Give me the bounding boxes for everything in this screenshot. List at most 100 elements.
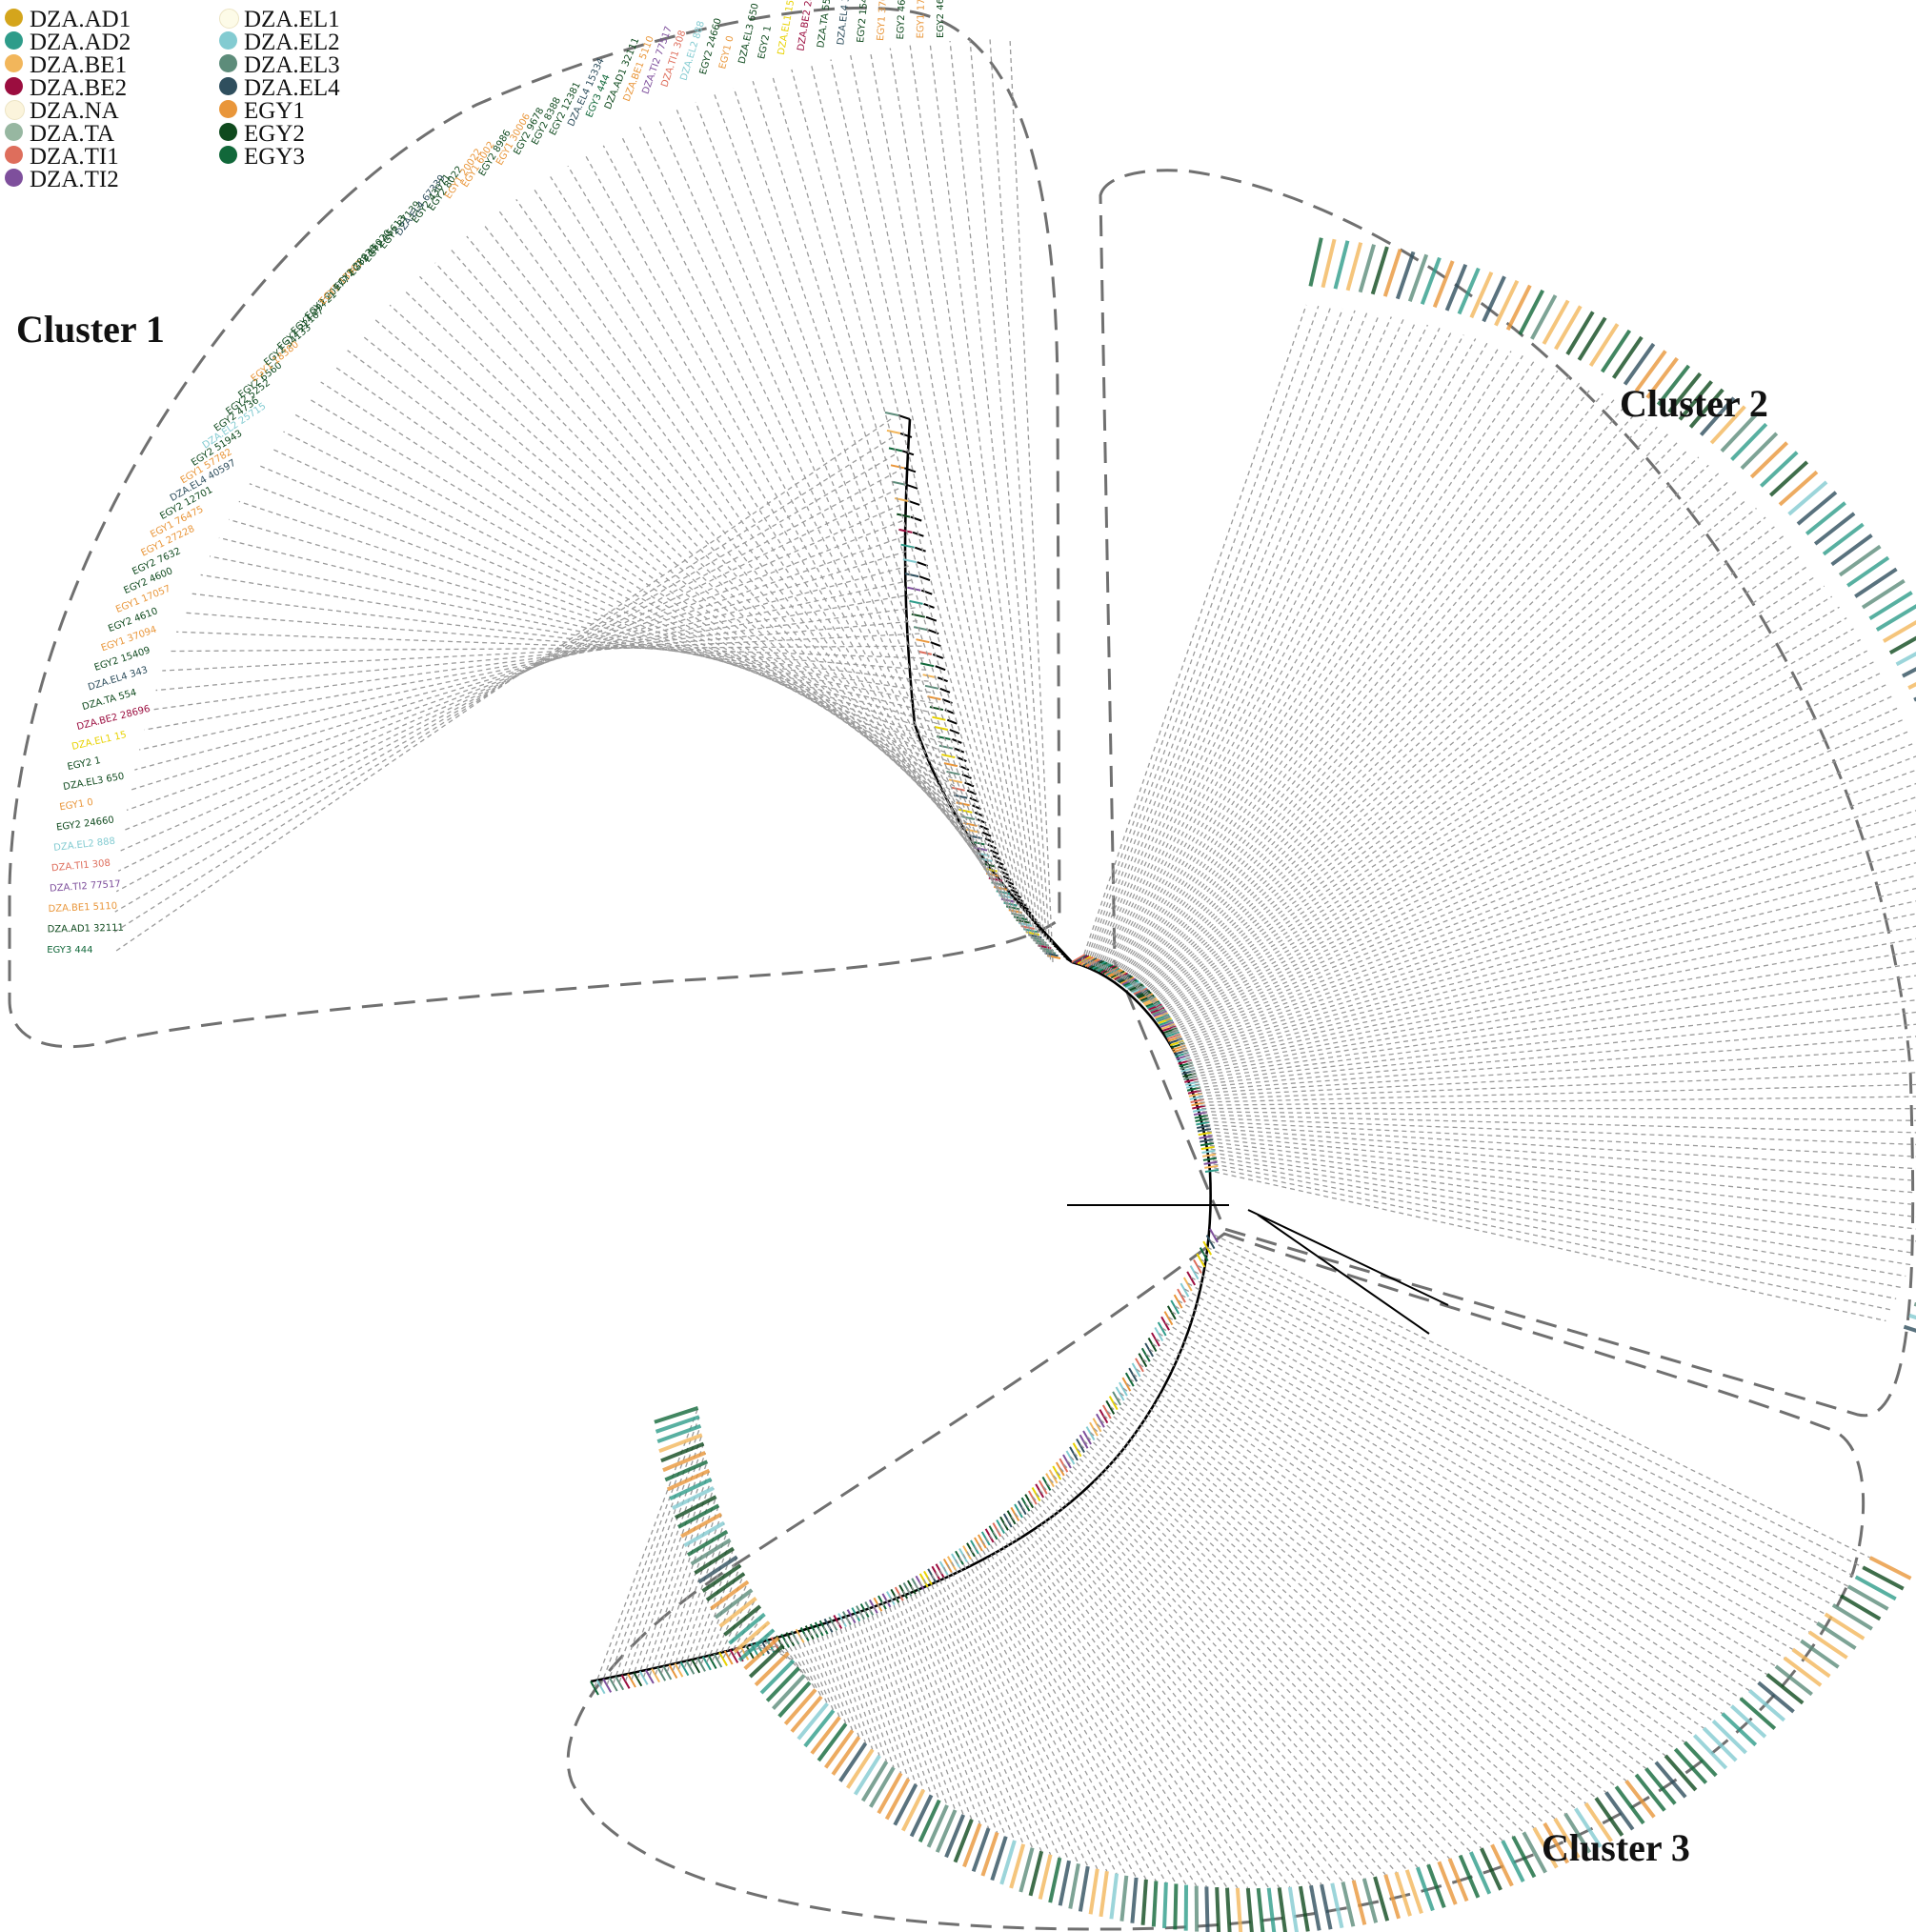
branch-segment xyxy=(1199,1247,1209,1262)
tip-line xyxy=(714,94,1019,920)
tip-line xyxy=(320,381,958,795)
tip-label-mark xyxy=(676,1503,720,1529)
tip-line xyxy=(294,413,953,779)
tip-label: EGY2 4610 xyxy=(896,0,908,40)
tip-label-mark xyxy=(1822,522,1865,556)
tip-label-mark xyxy=(1740,432,1779,471)
tip-label-mark xyxy=(714,1588,754,1620)
tip-label-mark xyxy=(718,1597,757,1628)
branch-segment xyxy=(723,1650,734,1665)
branch-segment xyxy=(1158,1017,1172,1025)
tip-line xyxy=(1191,962,1916,1076)
branch-segment xyxy=(1046,955,1061,959)
tip-label-mark xyxy=(1511,1835,1537,1879)
tip-line xyxy=(1209,1144,1916,1242)
tip-label-mark xyxy=(1480,1847,1503,1891)
tip-line xyxy=(869,50,1038,945)
tip-line xyxy=(1196,1023,1916,1089)
tip-label-mark xyxy=(1395,251,1416,300)
tip-line xyxy=(1211,1152,1911,1266)
branch-segment xyxy=(943,762,958,768)
tip-line xyxy=(752,80,1023,927)
legend-label: DZA.EL4 xyxy=(244,75,340,101)
branch-segment xyxy=(1059,1458,1069,1473)
tip-label-mark xyxy=(1287,1886,1299,1932)
branch-segment xyxy=(890,464,905,470)
tip-line xyxy=(1167,673,1881,1024)
tip-label-mark xyxy=(1518,289,1545,335)
branch-segment xyxy=(922,674,937,679)
tip-line xyxy=(1147,507,1757,999)
tip-line xyxy=(915,1583,1034,1848)
branch-segment xyxy=(1155,1014,1170,1021)
tip-label-mark xyxy=(1298,1885,1310,1932)
branch-segment xyxy=(968,835,982,840)
tip-label-mark xyxy=(953,1819,974,1863)
branch-segment xyxy=(1048,1469,1059,1484)
tip-line xyxy=(1086,1436,1514,1838)
tip-label-mark xyxy=(1800,1639,1840,1669)
tip-label-mark xyxy=(1692,1734,1728,1770)
legend-label: DZA.BE1 xyxy=(30,52,128,78)
branch-segment xyxy=(924,684,939,690)
tip-line xyxy=(1180,822,1916,1049)
tip-label-mark xyxy=(1678,380,1713,421)
tip-label-mark xyxy=(1683,1741,1718,1778)
tip-label-mark xyxy=(1854,567,1898,598)
branch-segment xyxy=(1157,1016,1171,1023)
tip-line xyxy=(1189,937,1916,1070)
tip-line xyxy=(1122,1387,1627,1781)
tip-label: DZA.EL1 15 xyxy=(776,0,797,56)
tip-label: DZA.EL4 343 xyxy=(836,0,853,46)
tip-label-mark xyxy=(1711,1720,1747,1755)
legend-color-swatch xyxy=(219,31,237,50)
tip-line xyxy=(1176,769,1916,1040)
cluster-2-outline xyxy=(1099,169,1915,1418)
tip-line xyxy=(784,1640,817,1690)
tip-label-mark xyxy=(817,1722,848,1762)
tip-line xyxy=(1185,887,1916,1060)
branch-segment xyxy=(1044,952,1059,957)
tip-line xyxy=(823,1625,867,1744)
branch-segment xyxy=(1076,1439,1085,1454)
tip-label-mark xyxy=(1522,1831,1547,1874)
branch-segment xyxy=(948,778,963,784)
tip-label-mark xyxy=(694,1546,735,1575)
tip-label-mark xyxy=(1614,1785,1645,1825)
tip-label-mark xyxy=(733,1620,771,1654)
tip-line xyxy=(1018,1509,1301,1887)
tip-line xyxy=(1140,464,1709,993)
branch-segment xyxy=(1138,1353,1148,1368)
tip-label-mark xyxy=(660,1441,705,1463)
tip-label-mark xyxy=(1634,1773,1666,1812)
tip-line xyxy=(1164,1321,1750,1692)
tip-label-mark xyxy=(1634,350,1667,392)
tip-line xyxy=(1174,743,1913,1036)
branch-segment xyxy=(1092,1418,1102,1433)
branch-segment xyxy=(1144,998,1159,1006)
tip-line xyxy=(1021,1506,1312,1886)
tip-label: DZA.TA 554 xyxy=(816,0,834,49)
tip-label-mark xyxy=(1019,1847,1035,1893)
branch-segment xyxy=(1193,1258,1202,1274)
branch-segment xyxy=(917,561,929,568)
tip-line xyxy=(1202,1114,1916,1134)
tip-label: EGY2 24660 xyxy=(56,815,115,833)
tip-line xyxy=(1053,1475,1408,1871)
tip-line xyxy=(1039,1489,1365,1880)
tip-label-mark xyxy=(1654,1761,1687,1799)
tip-label-mark xyxy=(1382,249,1402,297)
tip-label-mark xyxy=(1730,422,1768,461)
tip-line xyxy=(804,1633,840,1718)
tip-line xyxy=(1163,638,1862,1019)
tip-label-mark xyxy=(962,1822,982,1868)
branch-segment xyxy=(900,543,915,549)
tip-line xyxy=(1084,307,1332,964)
tip-label-mark xyxy=(1404,1869,1423,1915)
tip-label-mark xyxy=(1778,470,1819,507)
tip-line xyxy=(1187,913,1916,1065)
tip-label-mark xyxy=(1862,1565,1905,1591)
branch-segment xyxy=(957,756,967,762)
tip-line xyxy=(613,1434,703,1684)
tip-label-mark xyxy=(1373,1876,1390,1922)
